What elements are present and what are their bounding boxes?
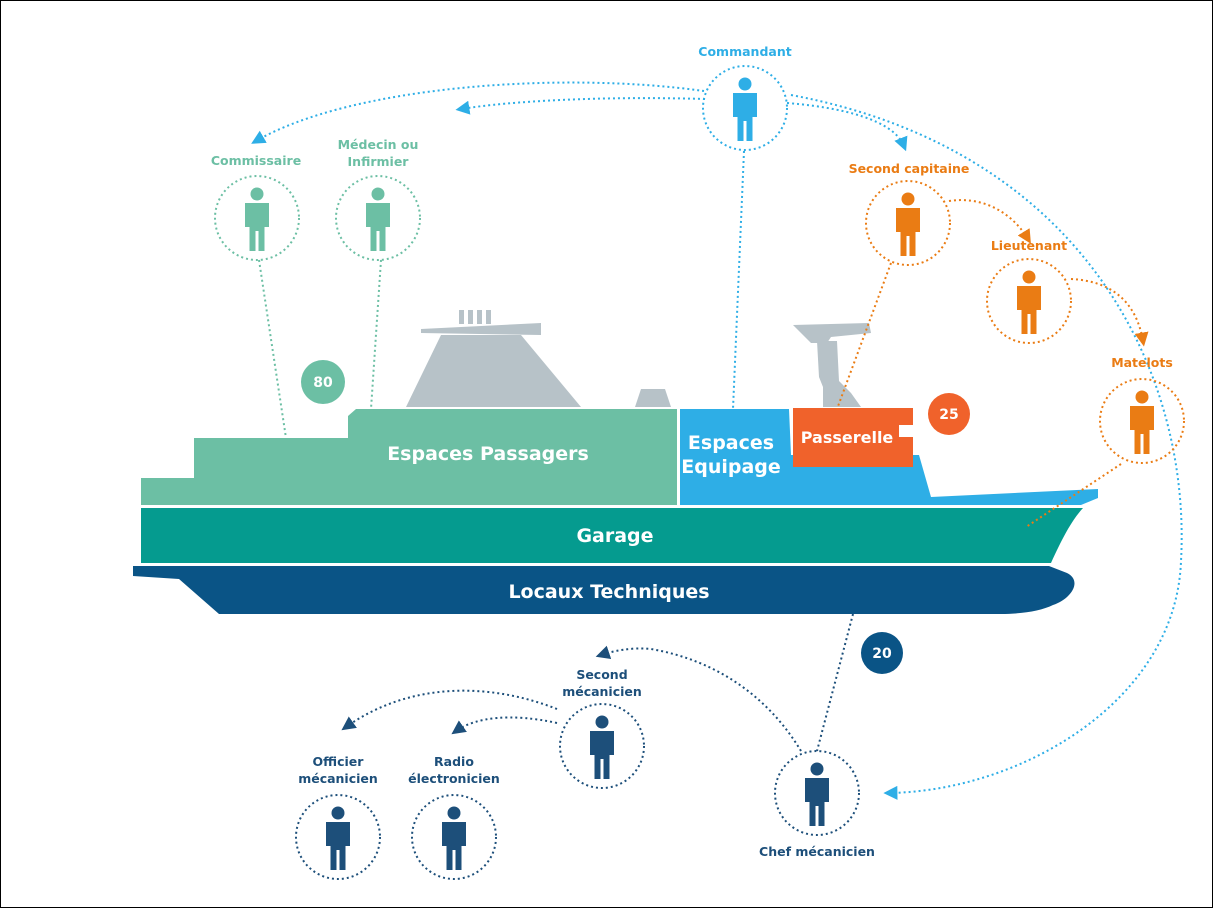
lieutenant-label: Lieutenant: [991, 238, 1067, 253]
person-icon: [1017, 270, 1041, 334]
espaces-passagers-label: Espaces Passagers: [387, 443, 589, 465]
badge-80: 80: [301, 360, 345, 404]
medecin-label-2: Infirmier: [348, 154, 410, 169]
commissaire-label: Commissaire: [211, 153, 301, 168]
espaces-equipage-label-1: Espaces: [688, 432, 774, 454]
badge-20-value: 20: [872, 646, 892, 662]
person-icon: [896, 192, 920, 256]
node-officier-mecanicien: Officier mécanicien: [295, 754, 381, 880]
badge-25: 25: [928, 393, 970, 435]
node-commissaire: Commissaire: [211, 153, 301, 261]
node-matelots: Matelots: [1099, 355, 1185, 464]
person-icon: [1130, 390, 1154, 454]
person-icon: [805, 762, 829, 826]
ship-mast: [793, 323, 871, 407]
espaces-equipage-label-2: Equipage: [681, 456, 781, 478]
badge-80-value: 80: [313, 375, 333, 391]
node-chef-mecanicien: Chef mécanicien: [759, 750, 875, 859]
garage-label: Garage: [576, 525, 653, 547]
espaces-passagers-block: [141, 409, 677, 505]
ship: [133, 310, 1098, 614]
connectors: [251, 81, 1183, 800]
node-second-capitaine: Second capitaine: [849, 161, 970, 266]
officier-label-2: mécanicien: [298, 771, 378, 786]
matelots-label: Matelots: [1111, 355, 1173, 370]
person-icon: [442, 806, 466, 870]
badge-20: 20: [861, 632, 903, 674]
officier-label-1: Officier: [313, 754, 365, 769]
person-icon: [326, 806, 350, 870]
node-second-mecanicien: Second mécanicien: [559, 667, 645, 789]
ship-funnel: [406, 310, 671, 407]
node-radio-electronicien: Radio électronicien: [408, 754, 500, 880]
commandant-label: Commandant: [698, 44, 791, 59]
medecin-label-1: Médecin ou: [338, 137, 419, 152]
radio-label-1: Radio: [434, 754, 474, 769]
locaux-techniques-label: Locaux Techniques: [508, 581, 709, 603]
chef-mecanicien-label: Chef mécanicien: [759, 844, 875, 859]
garage-block: [141, 508, 1083, 563]
node-medecin: Médecin ou Infirmier: [335, 137, 421, 261]
person-icon: [245, 187, 269, 251]
second-mecanicien-label-1: Second: [576, 667, 627, 682]
second-capitaine-label: Second capitaine: [849, 161, 970, 176]
passerelle-block: [793, 408, 913, 467]
radio-label-2: électronicien: [408, 771, 500, 786]
person-icon: [733, 77, 757, 141]
locaux-techniques-block: [133, 566, 1075, 614]
second-mecanicien-label-2: mécanicien: [562, 684, 642, 699]
person-icon: [590, 715, 614, 779]
node-lieutenant: Lieutenant: [986, 238, 1072, 344]
node-commandant: Commandant: [698, 44, 792, 151]
passerelle-label: Passerelle: [801, 428, 894, 447]
badge-25-value: 25: [939, 407, 958, 423]
person-icon: [366, 187, 390, 251]
